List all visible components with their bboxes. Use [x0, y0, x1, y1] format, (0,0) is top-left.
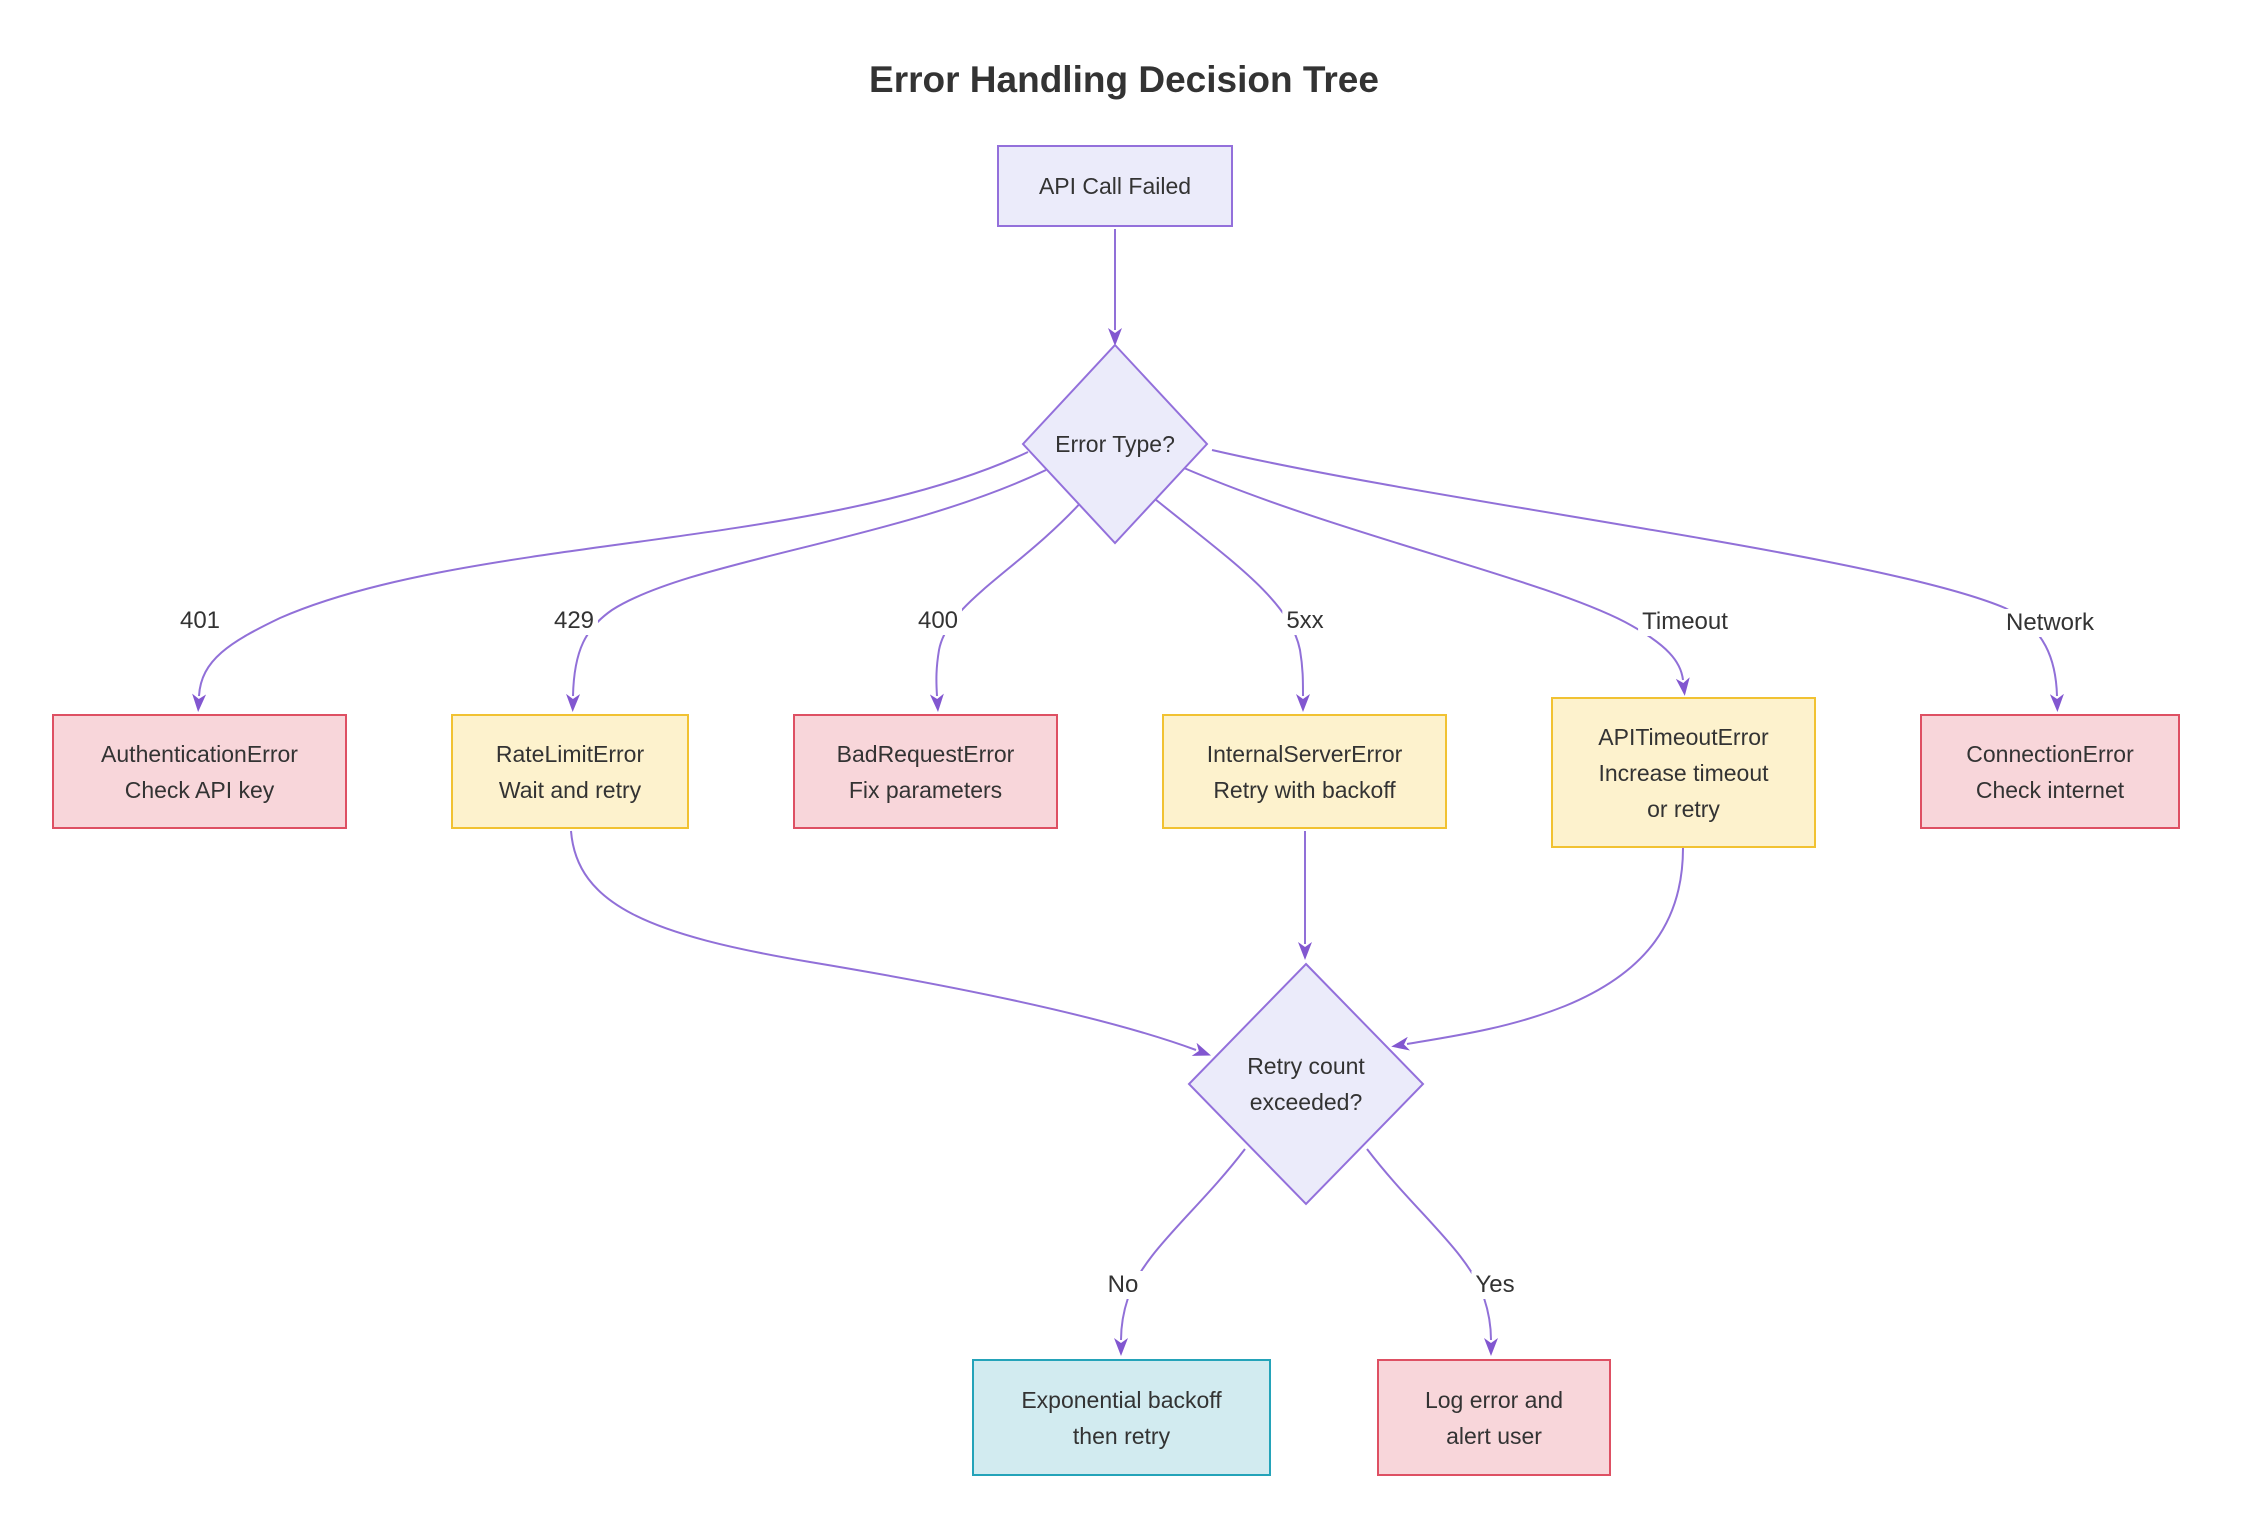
node-internal-server-error: InternalServerError Retry with backoff — [1162, 714, 1447, 829]
edge-error-type-to-bad-request — [929, 497, 1086, 712]
node-label-line: Check internet — [1975, 776, 2125, 803]
node-label-line: Retry with backoff — [1213, 776, 1396, 803]
edge-error-type-to-auth — [192, 451, 1029, 712]
edge-label-5xx: 5xx — [1282, 607, 1328, 635]
edge-label-429: 429 — [549, 607, 599, 635]
edge-label-timeout: Timeout — [1638, 608, 1732, 636]
node-label-line: Wait and retry — [498, 776, 642, 803]
node-exponential-backoff: Exponential backoff then retry — [972, 1359, 1271, 1476]
node-label-line: Fix parameters — [848, 776, 1003, 803]
edge-error-type-to-connection — [1211, 449, 2064, 712]
diagram-title: Error Handling Decision Tree — [869, 59, 1379, 100]
node-connection-error: ConnectionError Check internet — [1920, 714, 2180, 829]
node-label-line: or retry — [1647, 795, 1720, 822]
node-label-line: then retry — [1072, 1422, 1171, 1449]
node-authentication-error: AuthenticationError Check API key — [52, 714, 347, 829]
node-label-line: Log error and — [1424, 1386, 1564, 1413]
node-api-timeout-error: APITimeoutError Increase timeout or retr… — [1551, 697, 1816, 848]
node-label-line: AuthenticationError — [101, 740, 298, 767]
node-rate-limit-error: RateLimitError Wait and retry — [451, 714, 689, 829]
edge-label-yes: Yes — [1471, 1271, 1519, 1299]
node-api-call-failed: API Call Failed — [997, 145, 1233, 227]
node-label-line: InternalServerError — [1206, 740, 1403, 767]
edge-retry-count-to-backoff — [1114, 1148, 1246, 1356]
edge-error-type-to-internal-server — [1149, 494, 1310, 712]
node-label-line: BadRequestError — [836, 740, 1015, 767]
edge-label-network: Network — [2001, 609, 2099, 637]
node-label-line: Increase timeout — [1598, 759, 1769, 786]
decision-retry-count-shape — [1187, 962, 1425, 1206]
node-label-line: exceeded? — [1249, 1089, 1363, 1115]
node-label-line: Check API key — [124, 776, 275, 803]
decision-error-type-label: Error Type? — [1055, 426, 1175, 462]
edge-label-400: 400 — [913, 607, 963, 635]
edge-error-type-to-rate-limit — [566, 469, 1047, 712]
node-label-line: Retry count — [1247, 1053, 1365, 1079]
node-label-line: APITimeoutError — [1598, 723, 1769, 750]
edge-timeout-to-retry-count — [1391, 847, 1684, 1051]
node-label-line: Exponential backoff — [1021, 1386, 1222, 1413]
decision-error-type-shape — [1021, 343, 1209, 545]
node-bad-request-error: BadRequestError Fix parameters — [793, 714, 1058, 829]
node-label-line: ConnectionError — [1966, 740, 2134, 767]
node-log-error-alert-user: Log error and alert user — [1377, 1359, 1611, 1476]
node-label-line: Error Type? — [1055, 431, 1175, 457]
decision-retry-count-label: Retry count exceeded? — [1247, 1048, 1365, 1120]
node-label-line: API Call Failed — [1038, 173, 1192, 199]
edge-label-401: 401 — [175, 607, 225, 635]
edge-retry-count-to-log-alert — [1366, 1148, 1498, 1356]
edge-error-type-to-timeout — [1183, 467, 1690, 696]
edge-rate-limit-to-retry-count — [570, 830, 1212, 1056]
node-label-line: alert user — [1446, 1422, 1542, 1449]
edge-label-no: No — [1103, 1271, 1143, 1299]
node-label-line: RateLimitError — [495, 740, 645, 767]
